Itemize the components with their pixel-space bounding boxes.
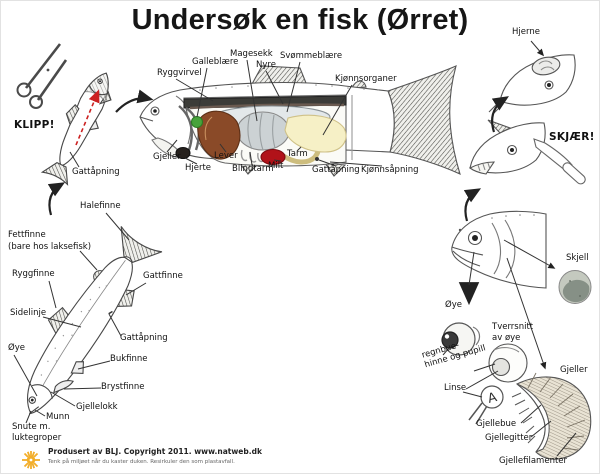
eye-right-label: Øye xyxy=(445,300,462,310)
fish-head-drawing xyxy=(451,210,547,289)
adipose-fin-label: Fettfinne xyxy=(8,230,46,240)
lens-drawing: A xyxy=(468,385,504,425)
page-title: Undersøk en fisk (Ørret) xyxy=(131,4,469,36)
heart-organ xyxy=(175,146,191,160)
anatomy-label-liver: Lever xyxy=(214,151,238,161)
anatomy-label-intestine: Tarm xyxy=(287,149,308,159)
eye-cross-section-drawing xyxy=(488,343,528,383)
cross-section-label-line2: av øye xyxy=(492,333,521,343)
flow-arrows xyxy=(47,89,509,306)
anatomy-fish-drawing xyxy=(139,65,461,177)
lateral-line-label: Sidelinje xyxy=(10,308,47,318)
skjaer-action-label: SKJÆR! xyxy=(549,131,595,143)
arrow-up-to-clip xyxy=(47,182,66,216)
vent-dot xyxy=(315,157,319,161)
gill-rakers-label: Gjellegitter xyxy=(485,433,533,443)
anatomy-label-stomach: Magesekk xyxy=(230,49,273,59)
cut-head-drawing xyxy=(468,119,546,175)
logo-icon xyxy=(22,451,40,469)
mouth-label: Munn xyxy=(46,412,70,422)
kidney-organ xyxy=(189,103,345,110)
anatomy-label-spine: Ryggvirvel xyxy=(157,68,202,78)
gills-right-label: Gjeller xyxy=(560,365,588,375)
gill-filaments-label: Gjellefilamenter xyxy=(499,456,568,466)
lens-letter: A xyxy=(486,390,499,407)
anatomy-label-swim-bladder: Svømmeblære xyxy=(280,51,343,61)
anatomy-label-gills: Gjeller xyxy=(153,152,181,162)
eye-left-label: Øye xyxy=(8,343,25,353)
footer-credit: Produsert av BLJ. Copyright 2011. www.na… xyxy=(48,447,262,456)
anatomy-label-heart: Hjerte xyxy=(185,163,212,173)
gonads-organ xyxy=(284,114,347,153)
scissors-icon xyxy=(16,43,68,109)
tail-fin-label: Halefinne xyxy=(80,201,121,211)
anatomy-label-gonads: Kjønnsorganer xyxy=(335,74,397,84)
adipose-note-label: (bare hos laksefisk) xyxy=(8,242,92,252)
brain-head-drawing xyxy=(488,54,576,114)
arrow-clip-to-anatomy xyxy=(115,89,154,113)
scale-label: Skjell xyxy=(566,253,589,263)
anatomy-label-caeca: Blindtarm xyxy=(232,164,274,174)
gill-arch-drawing xyxy=(511,372,592,460)
anatomy-label-genital-opening: Kjønnsåpning xyxy=(361,165,419,175)
eyeball-drawing xyxy=(441,322,481,356)
brain-organ xyxy=(531,56,561,76)
klipp-action-label: KLIPP! xyxy=(14,119,55,131)
stomach-organ xyxy=(236,111,290,151)
pointer-lines xyxy=(13,40,577,457)
gill-cover-label: Gjellelokk xyxy=(76,402,118,412)
footer-eco-note: Tenk på miljøet når du kaster duken. Res… xyxy=(48,459,235,465)
pelvic-fin-label: Bukfinne xyxy=(110,354,148,364)
scale-drawing xyxy=(558,270,592,304)
snout-label-line2: luktegroper xyxy=(12,433,62,443)
anatomy-label-vent: Gattåpning xyxy=(312,165,360,175)
anal-fin-label: Gattfinne xyxy=(143,271,183,281)
brain-label: Hjerne xyxy=(512,27,540,37)
gill-rakers xyxy=(511,392,536,444)
pectoral-fin-label: Brystfinne xyxy=(101,382,145,392)
knife-icon xyxy=(533,138,586,185)
arrow-to-cut-head xyxy=(463,188,482,222)
vent-left-label: Gattåpning xyxy=(120,333,168,343)
liver-organ xyxy=(197,110,241,160)
klipp-vent-label: Gattåpning xyxy=(72,167,120,177)
cross-section-label-line1: Tverrsnitt xyxy=(492,322,534,332)
cut-line xyxy=(75,89,100,146)
anatomy-label-kidney: Nyre xyxy=(256,60,276,70)
anatomy-label-gallbladder: Galleblære xyxy=(192,57,239,67)
arrow-to-brain-head xyxy=(491,96,509,133)
gallbladder-organ xyxy=(190,115,204,129)
gill-arch-label: Gjellebue xyxy=(476,419,517,429)
snout-label-line1: Snute m. xyxy=(12,422,51,432)
anatomy-label-spleen: Milt xyxy=(268,161,284,171)
lens-label: Linse xyxy=(444,383,467,393)
dorsal-fin-label: Ryggfinne xyxy=(12,269,55,279)
